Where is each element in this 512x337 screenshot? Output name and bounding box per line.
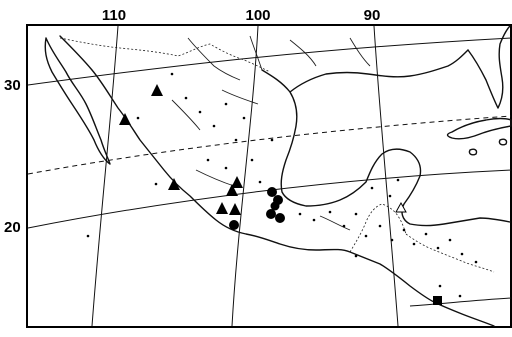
dot-marker [224, 102, 228, 106]
dot-marker [342, 224, 346, 228]
dot-marker [258, 180, 262, 184]
square-marker [433, 296, 442, 305]
dot-marker [234, 138, 238, 142]
dot-marker [388, 194, 392, 198]
dot-marker [224, 166, 228, 170]
dot-marker [328, 210, 332, 214]
dot-marker [154, 182, 158, 186]
meridian-90 [373, 25, 399, 327]
florida-coast [467, 25, 511, 109]
small-dots [86, 72, 478, 298]
dot-marker [412, 242, 416, 246]
parallel-20 [27, 169, 512, 229]
dot-marker [312, 218, 316, 222]
central-america-border [405, 233, 495, 273]
other-markers [395, 201, 442, 305]
triangle-marker [151, 84, 163, 96]
us-mexico-border [59, 37, 271, 73]
parallel-15 [409, 297, 512, 307]
dot-marker [198, 110, 202, 114]
dot-marker [136, 116, 140, 120]
triangle-marker [226, 184, 238, 196]
gulf-coast [261, 69, 511, 227]
circle-marker [275, 213, 285, 223]
dot-marker [354, 212, 358, 216]
parallel-30 [27, 37, 512, 86]
dot-marker [438, 284, 442, 288]
circle-marker [229, 220, 239, 230]
dot-marker [390, 238, 394, 242]
dot-marker [206, 158, 210, 162]
dot-marker [298, 212, 302, 216]
dot-marker [436, 246, 440, 250]
river [289, 39, 317, 67]
island-coast [468, 148, 478, 156]
guatemala-border [349, 203, 407, 253]
dot-marker [378, 224, 382, 228]
river [349, 37, 371, 67]
triangle-marker [119, 113, 131, 125]
island-coast [498, 138, 508, 146]
dot-marker [86, 234, 90, 238]
latitude-label-20: 20 [4, 219, 21, 236]
dot-marker [242, 116, 246, 120]
dot-marker [458, 294, 462, 298]
graticule [27, 25, 512, 327]
longitude-label-90: 90 [364, 7, 381, 24]
river [221, 89, 259, 105]
longitude-label-110: 110 [102, 7, 126, 24]
dot-marker [460, 252, 464, 256]
dot-marker [354, 254, 358, 258]
us-gulf-coast [289, 49, 469, 93]
circle-marker [266, 209, 276, 219]
dot-marker [212, 124, 216, 128]
dot-marker [270, 138, 274, 142]
map-frame [26, 24, 512, 328]
meridian-110 [91, 25, 119, 327]
triangle-marker [229, 203, 241, 215]
circle-markers [229, 187, 285, 230]
dot-marker [402, 228, 406, 232]
political-borders [59, 37, 495, 273]
dot-marker [170, 72, 174, 76]
river [319, 215, 351, 231]
longitude-label-100: 100 [245, 7, 270, 24]
river [187, 37, 241, 81]
dot-marker [424, 232, 428, 236]
meridian-100 [231, 25, 259, 327]
rivers [171, 35, 371, 231]
tropic-of-cancer [27, 115, 512, 175]
circle-marker [270, 201, 280, 211]
dot-marker [370, 186, 374, 190]
axis-labels: 110 100 90 30 20 [4, 7, 380, 236]
dot-marker [250, 158, 254, 162]
river [171, 99, 201, 131]
dot-marker [474, 260, 478, 264]
open-triangle-marker [395, 201, 407, 213]
triangle-marker [216, 202, 228, 214]
triangle-markers [119, 84, 243, 215]
dot-marker [184, 96, 188, 100]
circle-marker [267, 187, 277, 197]
latitude-label-30: 30 [4, 77, 21, 94]
dot-marker [396, 178, 400, 182]
triangle-marker [231, 176, 243, 188]
cuba-coast [446, 117, 512, 140]
dot-marker [448, 238, 452, 242]
dot-marker [364, 234, 368, 238]
river [195, 169, 235, 187]
triangle-marker [168, 178, 180, 190]
